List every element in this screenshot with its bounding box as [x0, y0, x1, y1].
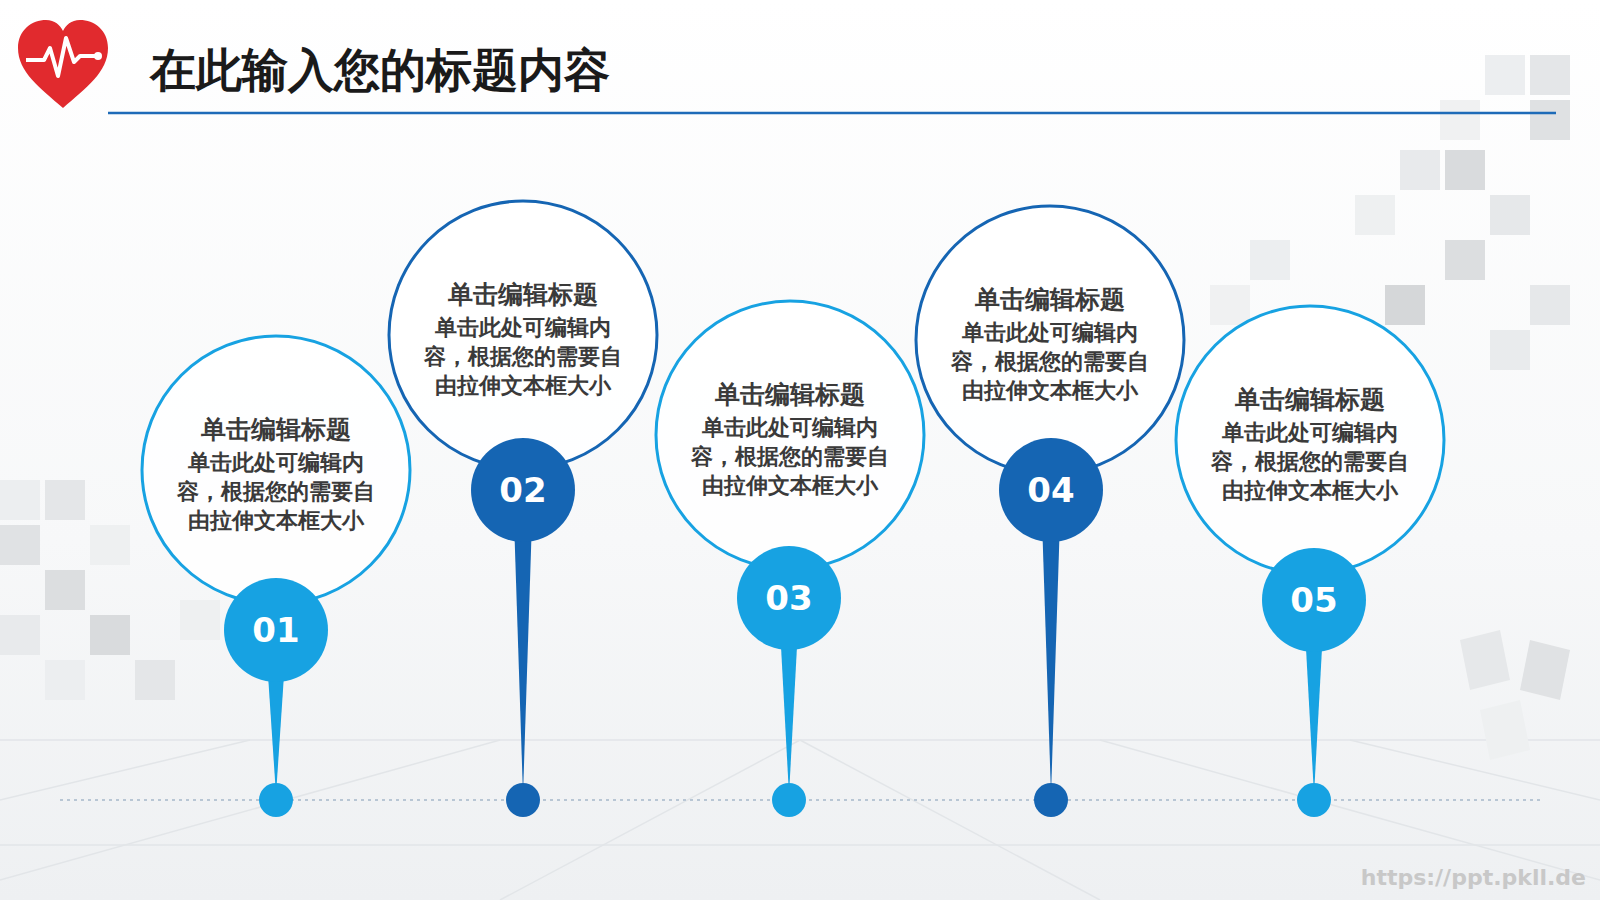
title-rule [108, 112, 1556, 115]
base-dot [1034, 783, 1068, 817]
content-circle: 单击编辑标题单击此处可编辑内容，根据您的需要自由拉伸文本框大小 [387, 199, 659, 471]
number-circle: 02 [471, 438, 575, 542]
base-dot [772, 783, 806, 817]
watermark: https://ppt.pkll.de [1361, 865, 1586, 890]
text-box: 单击编辑标题单击此处可编辑内容，根据您的需要自由拉伸文本框大小 [948, 284, 1152, 405]
content-circle: 单击编辑标题单击此处可编辑内容，根据您的需要自由拉伸文本框大小 [654, 299, 926, 571]
pins [259, 520, 1331, 817]
heart-icon [18, 20, 108, 108]
circle-heading: 单击编辑标题 [174, 414, 378, 446]
base-dot [1297, 783, 1331, 817]
pin [780, 628, 798, 795]
callout-number: 01 [252, 613, 299, 647]
pin [514, 520, 532, 795]
circle-heading: 单击编辑标题 [421, 279, 625, 311]
circle-body: 单击此处可编辑内容，根据您的需要自由拉伸文本框大小 [1208, 418, 1412, 505]
circle-body: 单击此处可编辑内容，根据您的需要自由拉伸文本框大小 [174, 448, 378, 535]
circle-heading: 单击编辑标题 [1208, 384, 1412, 416]
pin [1305, 630, 1323, 795]
base-dot [506, 783, 540, 817]
circle-heading: 单击编辑标题 [948, 284, 1152, 316]
circle-body: 单击此处可编辑内容，根据您的需要自由拉伸文本框大小 [421, 313, 625, 400]
base-dot [259, 783, 293, 817]
text-box: 单击编辑标题单击此处可编辑内容，根据您的需要自由拉伸文本框大小 [1208, 384, 1412, 505]
callout-number: 02 [499, 473, 546, 507]
number-circle: 01 [224, 578, 328, 682]
number-circle: 05 [1262, 548, 1366, 652]
text-box: 单击编辑标题单击此处可编辑内容，根据您的需要自由拉伸文本框大小 [688, 379, 892, 500]
content-circle: 单击编辑标题单击此处可编辑内容，根据您的需要自由拉伸文本框大小 [140, 334, 412, 606]
number-circle: 04 [999, 438, 1103, 542]
title: 在此输入您的标题内容 [150, 40, 610, 102]
number-circle: 03 [737, 546, 841, 650]
circle-heading: 单击编辑标题 [688, 379, 892, 411]
circle-body: 单击此处可编辑内容，根据您的需要自由拉伸文本框大小 [948, 318, 1152, 405]
pin [1042, 520, 1060, 795]
text-box: 单击编辑标题单击此处可编辑内容，根据您的需要自由拉伸文本框大小 [421, 279, 625, 400]
callout-number: 04 [1027, 473, 1074, 507]
content-circle: 单击编辑标题单击此处可编辑内容，根据您的需要自由拉伸文本框大小 [914, 204, 1186, 476]
callout-number: 03 [765, 581, 812, 615]
callout-number: 05 [1290, 583, 1337, 617]
circle-body: 单击此处可编辑内容，根据您的需要自由拉伸文本框大小 [688, 413, 892, 500]
text-box: 单击编辑标题单击此处可编辑内容，根据您的需要自由拉伸文本框大小 [174, 414, 378, 535]
floor-lines [0, 740, 1600, 900]
content-circle: 单击编辑标题单击此处可编辑内容，根据您的需要自由拉伸文本框大小 [1174, 304, 1446, 576]
